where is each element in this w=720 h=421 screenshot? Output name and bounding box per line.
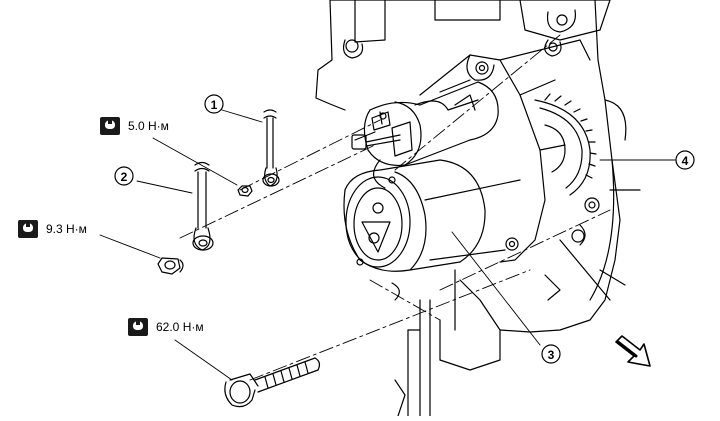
torque-wrench-icon — [18, 220, 38, 238]
callout-2-number: 2 — [121, 170, 128, 184]
assembly-center-lines — [179, 34, 611, 381]
battery-cable-terminal — [237, 109, 280, 197]
torque-spec-3: 62.0 Н·м — [128, 318, 204, 336]
callout-4: 4 — [675, 150, 695, 170]
ring-gear — [534, 93, 597, 196]
callout-3: 3 — [541, 344, 561, 364]
torque-wrench-icon — [100, 117, 120, 135]
mounting-bolt — [224, 357, 321, 408]
callout-3-number: 3 — [548, 348, 555, 362]
callout-1: 1 — [204, 94, 224, 114]
engine-block-housing — [315, 0, 641, 417]
front-direction-arrow-icon — [615, 335, 651, 367]
s-terminal-harness — [157, 161, 214, 275]
callout-1-number: 1 — [211, 98, 218, 112]
torque-spec-1: 5.0 Н·м — [100, 117, 169, 135]
torque-spec-1-text: 5.0 Н·м — [128, 119, 169, 133]
torque-spec-2: 9.3 Н·м — [18, 220, 87, 238]
starter-motor — [343, 39, 600, 331]
torque-spec-2-text: 9.3 Н·м — [46, 222, 87, 236]
callout-leaders — [99, 109, 676, 381]
callout-2: 2 — [114, 166, 134, 186]
torque-wrench-icon — [128, 318, 148, 336]
callout-4-number: 4 — [682, 154, 689, 168]
torque-spec-3-text: 62.0 Н·м — [156, 320, 204, 334]
